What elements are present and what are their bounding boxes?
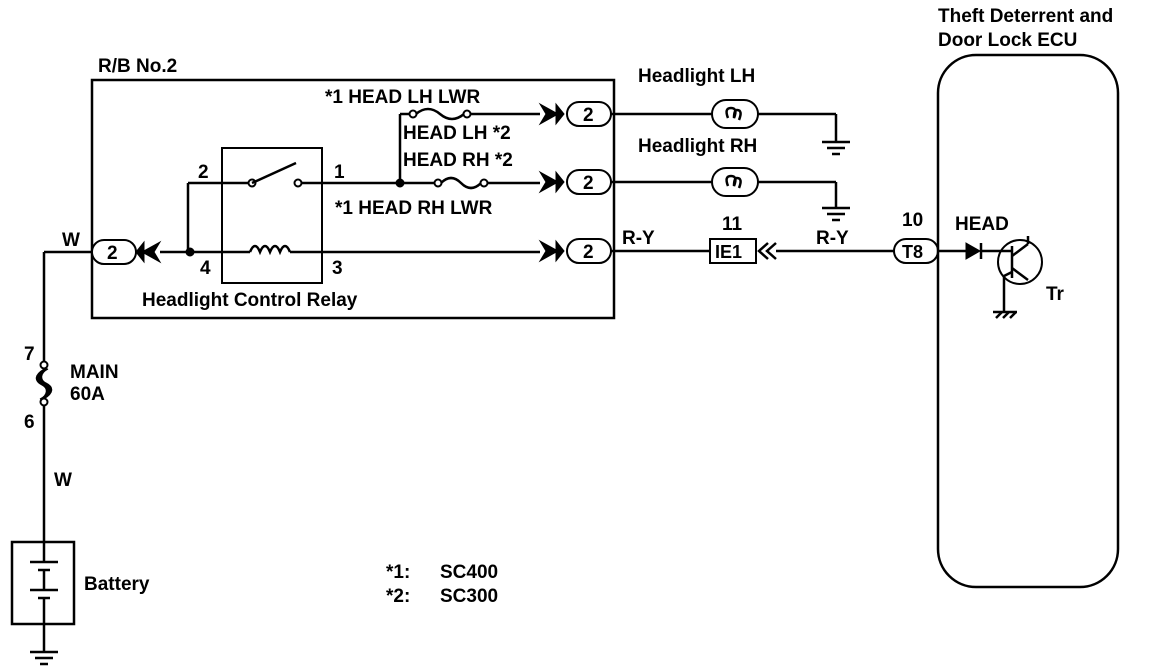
rb-connector-ry-pin: 2 [583, 242, 594, 263]
main-fuse-rating: 60A [70, 384, 105, 405]
fuse-head-rh: HEAD RH *2 *1 HEAD RH LWR [335, 150, 540, 219]
rb-connector-rh-pin: 2 [583, 173, 594, 194]
fuse-head-lh-label: HEAD LH *2 [403, 123, 511, 144]
battery: Battery [10, 540, 150, 666]
model-notes: *1: SC400 *2: SC300 [386, 562, 498, 607]
battery-label: Battery [84, 574, 150, 595]
rb-connector-rh: 2 [538, 169, 612, 195]
main-fuse-60a: 7 6 MAIN 60A [24, 344, 119, 433]
relay-name-label: Headlight Control Relay [142, 290, 358, 311]
connector-ie1: IE1 11 [709, 214, 777, 264]
headlight-rh-label: Headlight RH [638, 136, 757, 157]
rb-box-label: R/B No.2 [98, 56, 177, 77]
ecu-head-label: HEAD [955, 214, 1009, 235]
connector-t8-pin: 10 [902, 210, 923, 231]
headlight-rh: Headlight RH [611, 136, 850, 222]
fuse-head-lh-lwr-label: *1 HEAD LH LWR [325, 87, 480, 108]
rb-connector-ry: 2 [538, 238, 612, 264]
transistor-label: Tr [1046, 284, 1065, 305]
ecu-title-line1: Theft Deterrent and [938, 6, 1113, 27]
relay-pin-4: 4 [200, 258, 211, 279]
relay-pin-1: 1 [334, 162, 345, 183]
rb-connector-lh-pin: 2 [583, 105, 594, 126]
headlight-control-relay: 2 1 4 3 Headlight Control Relay [142, 147, 358, 311]
main-fuse-pin-7: 7 [24, 344, 35, 365]
main-fuse-pin-6: 6 [24, 412, 35, 433]
rb-no2-box: R/B No.2 [90, 56, 616, 320]
fuse-head-lh: *1 HEAD LH LWR HEAD LH *2 [325, 87, 540, 144]
wire-color-w-top: W [62, 230, 80, 251]
connector-ie1-code: IE1 [715, 242, 742, 262]
ecu-title-line2: Door Lock ECU [938, 30, 1077, 51]
relay-pin-2: 2 [198, 162, 209, 183]
connector-ie1-pin: 11 [722, 214, 743, 235]
rb-connector-left-pin: 2 [107, 243, 118, 264]
note-2-mark: *2: [386, 586, 410, 607]
note-2-model: SC300 [440, 586, 498, 607]
main-fuse-label: MAIN [70, 362, 119, 383]
headlight-lh-label: Headlight LH [638, 66, 755, 87]
fuse-head-rh-lwr-label: *1 HEAD RH LWR [335, 198, 493, 219]
note-1-mark: *1: [386, 562, 410, 583]
relay-pin-3: 3 [332, 258, 343, 279]
wire-color-ry-right: R-Y [816, 228, 849, 249]
fuse-head-rh-label: HEAD RH *2 [403, 150, 513, 171]
note-1-model: SC400 [440, 562, 498, 583]
wire-color-ry-left: R-Y [622, 228, 655, 249]
headlight-lh: Headlight LH [611, 66, 850, 156]
wire-color-w-bottom: W [54, 470, 72, 491]
rb-connector-left: 2 [91, 239, 162, 265]
connector-t8: T8 10 [893, 210, 939, 264]
connector-t8-code: T8 [902, 242, 923, 262]
rb-connector-lh: 2 [538, 101, 612, 127]
theft-deterrent-door-lock-ecu: Theft Deterrent and Door Lock ECU HEAD T… [936, 6, 1120, 589]
